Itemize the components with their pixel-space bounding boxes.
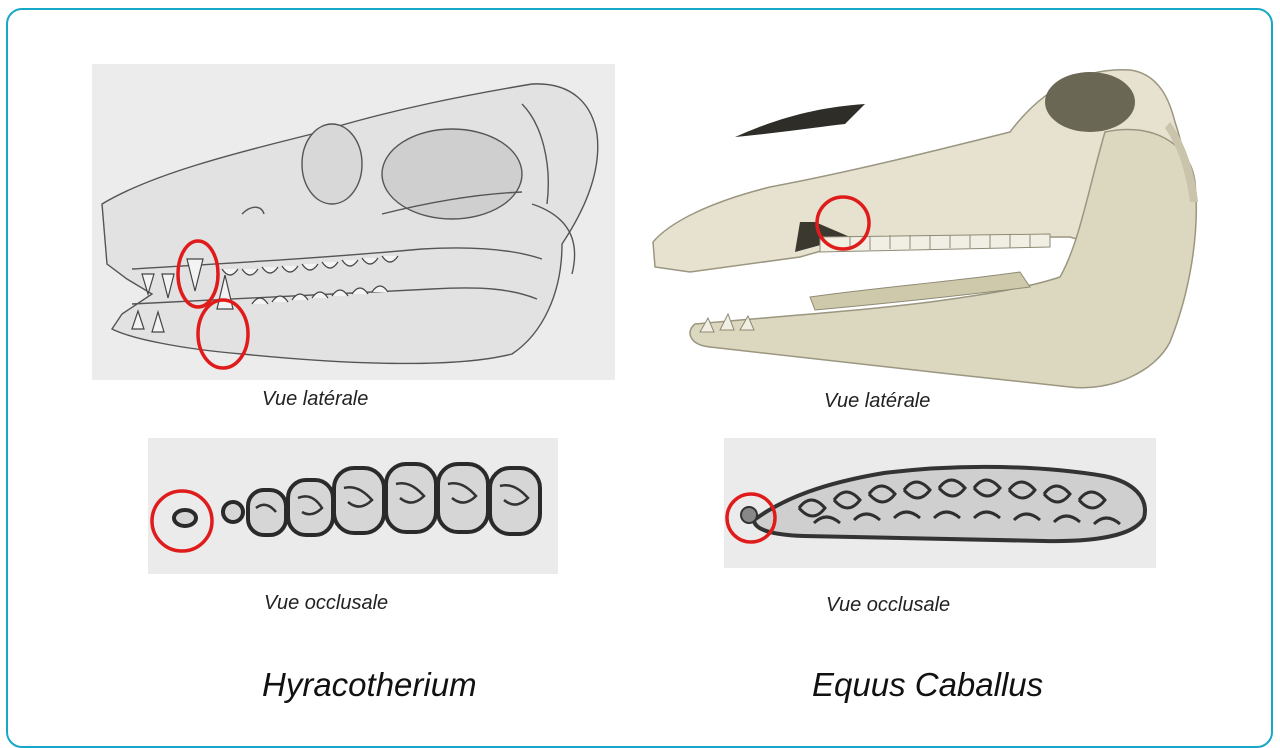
hyracotherium-lateral-caption: Vue latérale <box>262 388 368 411</box>
equus-skull-photo <box>650 62 1210 397</box>
equus-lateral-caption: Vue latérale <box>824 390 930 413</box>
hyracotherium-occlusal-caption: Vue occlusale <box>264 592 388 615</box>
hyracotherium-skull-sketch <box>92 64 615 380</box>
hyracotherium-lateral-image <box>92 64 615 380</box>
hyracotherium-title: Hyracotherium <box>262 666 477 704</box>
hyracotherium-occlusal-image <box>148 438 558 574</box>
equus-lateral-image <box>650 62 1210 397</box>
equus-occlusal-image <box>724 438 1156 568</box>
hyracotherium-tooth-row <box>148 438 558 574</box>
equus-tooth-row <box>724 438 1156 568</box>
equus-occlusal-caption: Vue occlusale <box>826 594 950 617</box>
equus-caballus-title: Equus Caballus <box>812 666 1043 704</box>
